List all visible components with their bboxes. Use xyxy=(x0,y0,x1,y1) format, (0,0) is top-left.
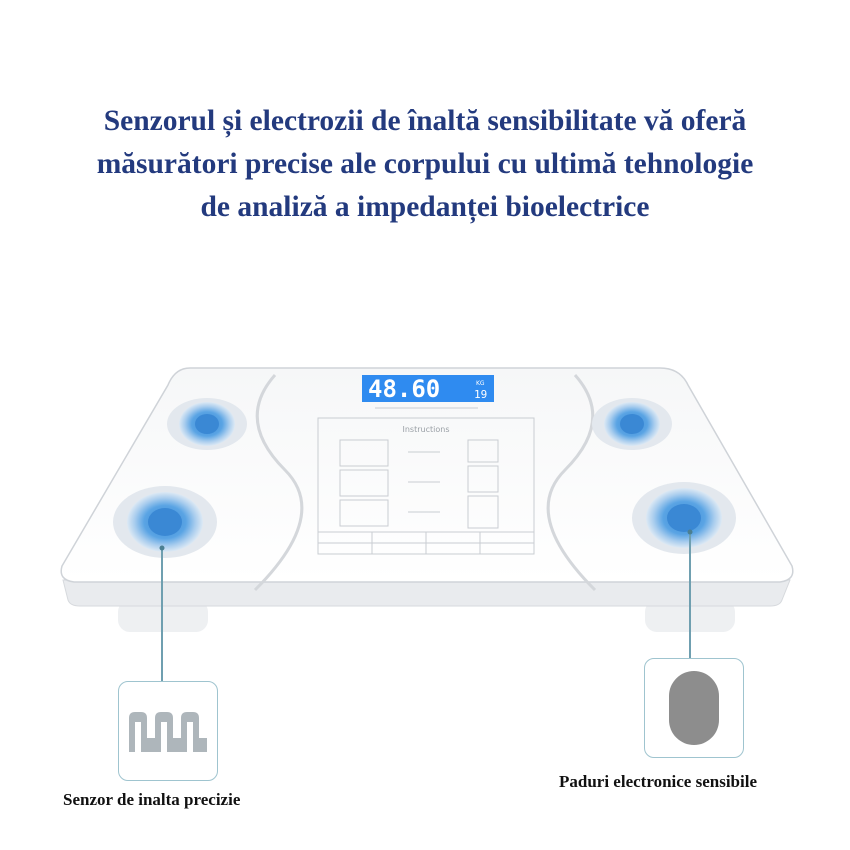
scale-curve-right xyxy=(546,374,597,592)
electrode-pad-bottom-left xyxy=(113,486,217,558)
instructions-title: Instructions xyxy=(403,425,450,434)
lcd-secondary: 19 xyxy=(474,388,487,401)
callout-dot-left xyxy=(159,545,165,551)
sensor-callout-box xyxy=(118,681,218,781)
electrode-pad-bottom-right xyxy=(632,482,736,554)
headline-line-1: Senzorul și electrozii de înaltă sensibi… xyxy=(103,105,747,137)
electrode-core xyxy=(620,414,644,434)
scale-base xyxy=(62,579,791,607)
instruction-phone-3 xyxy=(467,495,499,529)
callout-dot-right xyxy=(687,529,693,535)
lcd-unit: KG xyxy=(476,380,485,387)
electrode-callout-box xyxy=(644,658,744,758)
lcd-reading: 48.60 xyxy=(368,375,440,403)
electrode-core xyxy=(667,504,701,532)
electrode-pad-top-right xyxy=(592,398,672,450)
scale-curve-left xyxy=(253,374,304,592)
electrode-caption: Paduri electronice sensibile xyxy=(559,772,757,791)
electrode-pad-top-left xyxy=(167,398,247,450)
electrode-core xyxy=(148,508,182,536)
instruction-phone-2 xyxy=(467,465,499,493)
headline-line-3: de analiză a impedanței bioelectrice xyxy=(200,191,650,223)
instruction-step-3 xyxy=(339,499,389,527)
scale-device: 48.60 KG 19 Instructions xyxy=(60,367,794,632)
instruction-phone-1 xyxy=(467,439,499,463)
sensor-strip-icon xyxy=(129,712,207,752)
headline: Senzorul și electrozii de înaltă sensibi… xyxy=(40,100,810,229)
lcd-display: 48.60 KG 19 xyxy=(362,375,494,409)
instructions-panel: Instructions xyxy=(317,417,535,555)
electrode-pad-icon xyxy=(669,671,719,745)
instruction-step-2 xyxy=(339,469,389,497)
headline-line-2: măsurători precise ale corpului cu ultim… xyxy=(96,148,754,180)
sensor-caption: Senzor de inalta precizie xyxy=(63,790,241,809)
instruction-step-1 xyxy=(339,439,389,467)
lcd-screen xyxy=(362,375,494,402)
electrode-core xyxy=(195,414,219,434)
